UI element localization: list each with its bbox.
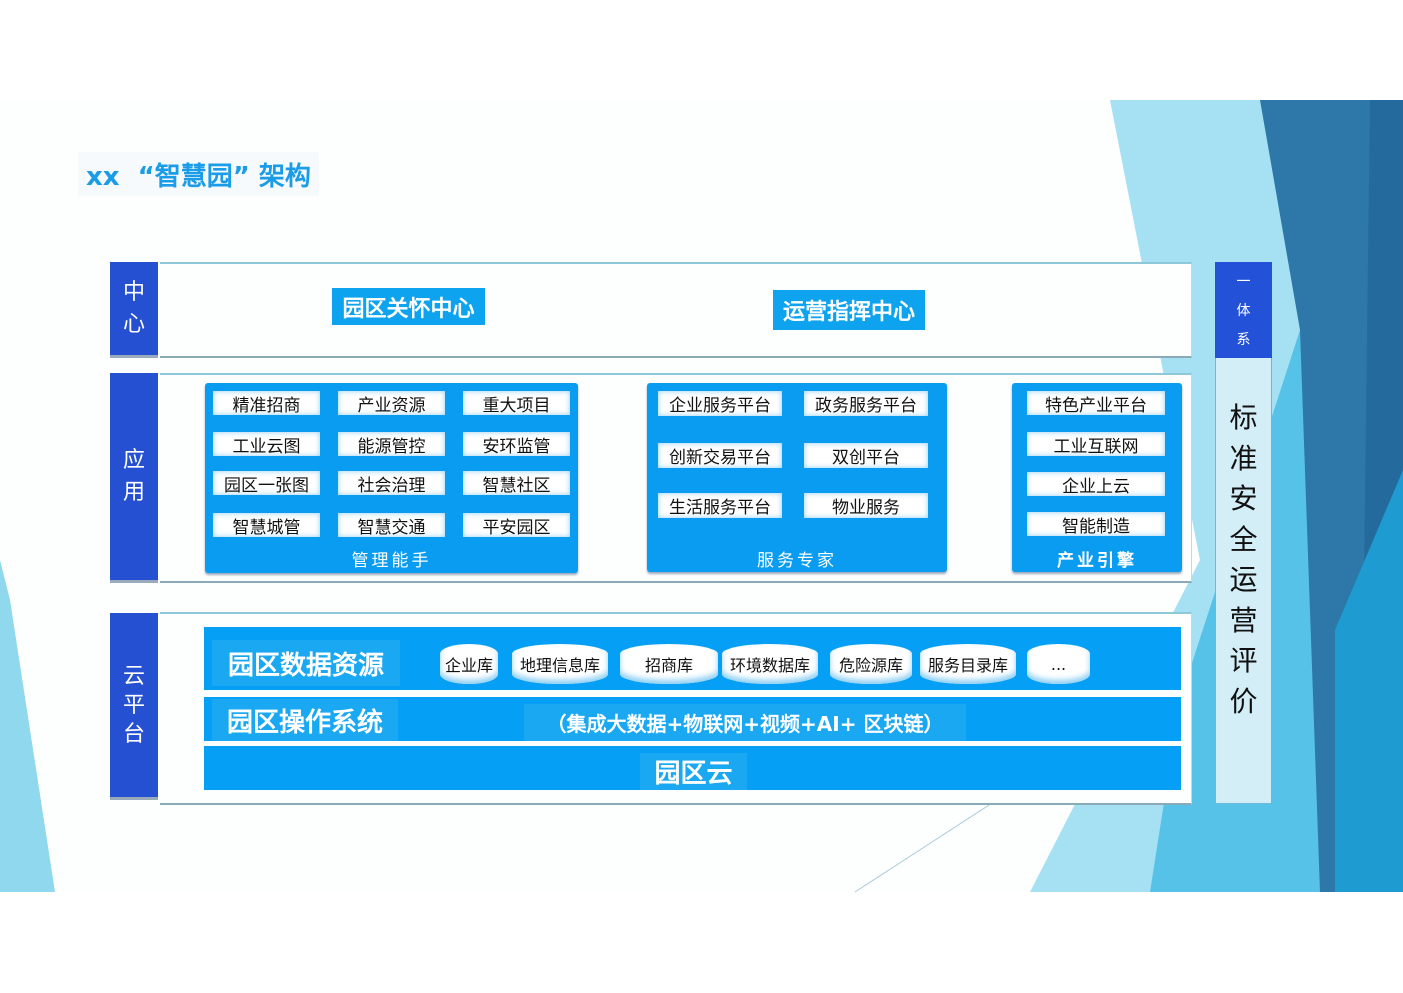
standards-char: 准: [1229, 441, 1258, 475]
standards-char: 评: [1229, 644, 1258, 677]
label-char: 平: [122, 692, 145, 718]
layer-label-cloud: 云 平 台: [110, 613, 158, 800]
standards-char: 安: [1229, 482, 1258, 515]
database-icon: 地理信息库: [512, 644, 608, 684]
app-item[interactable]: 精准招商: [213, 391, 320, 416]
standards-text: 标准安全运营评价: [1215, 398, 1272, 722]
app-item[interactable]: 产业资源: [338, 391, 445, 416]
os-title: 园区操作系统: [212, 699, 398, 741]
app-item[interactable]: 智能制造: [1027, 512, 1165, 537]
standards-char: 全: [1229, 522, 1258, 556]
database-icon: 服务目录库: [920, 644, 1016, 684]
standards-char: 营: [1229, 603, 1258, 637]
app-item[interactable]: 特色产业平台: [1027, 391, 1165, 416]
app-item[interactable]: 企业上云: [1027, 472, 1165, 497]
standards-char: 价: [1229, 684, 1258, 718]
os-description: （集成大数据+物联网+视频+AI+ 区块链）: [524, 704, 966, 741]
app-item[interactable]: 智慧社区: [463, 471, 570, 496]
app-item[interactable]: 工业互联网: [1027, 432, 1165, 457]
layer-label-center: 中 心: [110, 262, 158, 358]
database-icon: 招商库: [620, 644, 718, 684]
standards-char: 运: [1229, 563, 1258, 596]
app-item[interactable]: 重大项目: [463, 391, 570, 416]
label-char: 用: [122, 479, 145, 505]
label-char: 云: [122, 663, 145, 689]
app-item[interactable]: 智慧交通: [338, 513, 445, 538]
system-char: 系: [1236, 332, 1251, 349]
app-item[interactable]: 创新交易平台: [658, 443, 782, 468]
system-char: 一: [1236, 273, 1251, 290]
app-item[interactable]: 园区一张图: [213, 471, 320, 496]
label-char: 心: [122, 311, 145, 337]
standards-char: 标: [1229, 401, 1258, 434]
app-item[interactable]: 双创平台: [804, 443, 928, 468]
label-char: 台: [122, 721, 145, 747]
label-char: 应: [122, 447, 145, 473]
database-icon: 危险源库: [830, 644, 912, 684]
group-caption: 产业引擎: [1057, 551, 1137, 571]
park-care-center-button[interactable]: 园区关怀中心: [332, 288, 485, 325]
group-caption: 服务专家: [757, 551, 837, 571]
app-item[interactable]: 企业服务平台: [658, 391, 782, 416]
system-char: 体: [1236, 302, 1251, 319]
data-resource-title: 园区数据资源: [212, 640, 400, 686]
app-item[interactable]: 平安园区: [463, 513, 570, 538]
app-item[interactable]: 社会治理: [338, 471, 445, 496]
label-char: 中: [122, 279, 145, 305]
cloud-title: 园区云: [640, 753, 747, 790]
app-item[interactable]: 工业云图: [213, 432, 320, 457]
layer-label-app: 应 用: [110, 373, 158, 583]
database-icon: 环境数据库: [722, 644, 818, 684]
page-title: xx “智慧园” 架构: [78, 152, 319, 196]
app-item[interactable]: 能源管控: [338, 432, 445, 457]
app-item[interactable]: 政务服务平台: [804, 391, 928, 416]
database-icon: 企业库: [440, 644, 498, 684]
app-item[interactable]: 智慧城管: [213, 513, 320, 538]
app-item[interactable]: 物业服务: [804, 493, 928, 518]
app-item[interactable]: 生活服务平台: [658, 493, 782, 518]
database-icon: ...: [1027, 644, 1090, 684]
operation-command-center-button[interactable]: 运营指挥中心: [773, 290, 925, 330]
center-panel: [160, 262, 1192, 358]
app-item[interactable]: 安环监管: [463, 432, 570, 457]
system-header: 一 体 系: [1215, 262, 1272, 358]
group-caption: 管理能手: [351, 551, 432, 571]
